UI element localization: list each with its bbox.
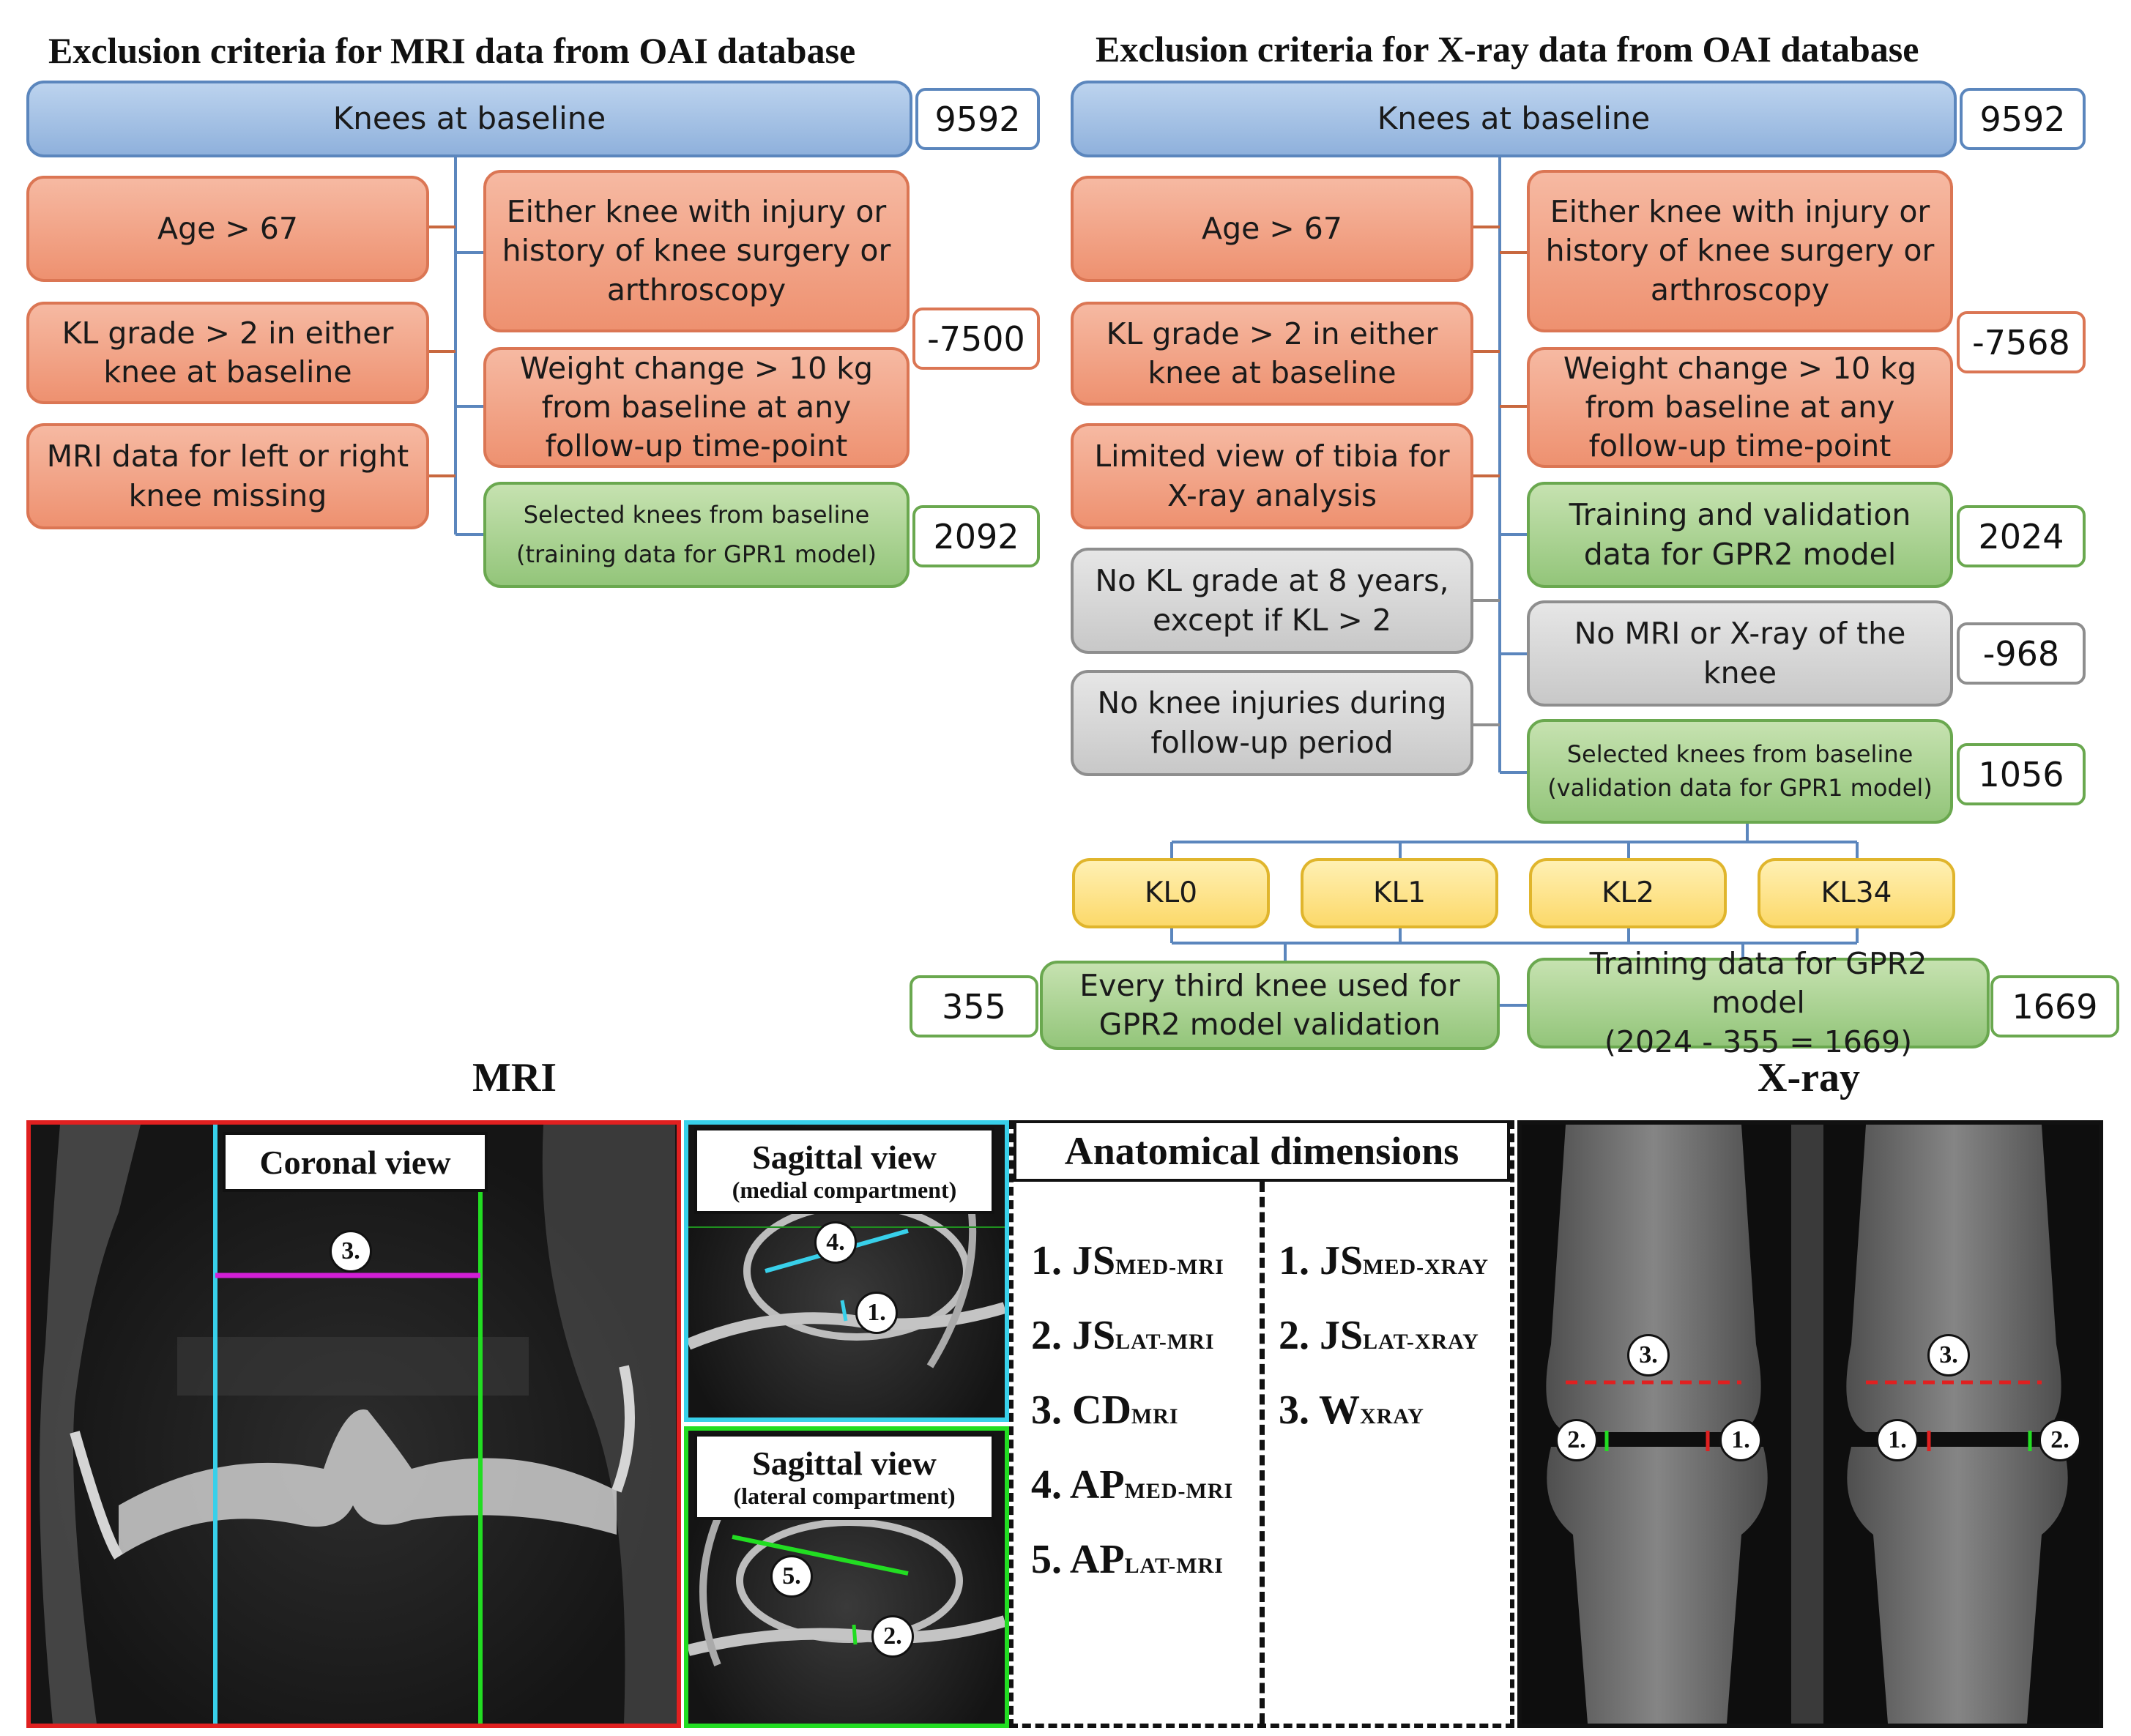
marker-2-xray-left: 2.	[1555, 1419, 1598, 1461]
marker-2-xray-right: 2.	[2039, 1419, 2081, 1461]
marker-3-coronal: 3.	[330, 1230, 372, 1273]
training-gpr2-line2: (2024 - 355 = 1669)	[1604, 1024, 1913, 1059]
marker-1-medial: 1.	[855, 1292, 898, 1334]
dim-w-xray: 3. WXRAY	[1279, 1387, 1424, 1433]
mri-weight-box: Weight change > 10 kg from baseline at a…	[483, 347, 910, 468]
coronal-anatomy	[40, 1125, 677, 1724]
xray-kl-grade-box: KL grade > 2 in either knee at baseline	[1071, 302, 1473, 406]
xray-baseline-count: 9592	[1960, 88, 2086, 150]
xray-baseline-box: Knees at baseline	[1071, 81, 1957, 157]
kl1-box: KL1	[1301, 858, 1498, 928]
mri-selected-line2: (training data for GPR1 model)	[516, 540, 877, 568]
mri-selected-count: 2092	[912, 505, 1040, 567]
xray-excluded-count: -7568	[1957, 311, 2086, 373]
marker-5: 5.	[770, 1555, 813, 1598]
xray-no-mri-box: No MRI or X-ray of the knee	[1527, 600, 1953, 707]
sagittal-medial-image: Sagittal view (medial compartment) 4. 1.	[684, 1120, 1009, 1422]
marker-1-xray-left: 1.	[1719, 1419, 1762, 1461]
dim-js-lat-xray: 2. JSLAT-XRAY	[1279, 1313, 1479, 1358]
coronal-view-label: Coronal view	[223, 1132, 488, 1192]
mri-selected-box: Selected knees from baseline (training d…	[483, 482, 910, 588]
mri-excluded-count: -7500	[912, 308, 1040, 370]
mri-missing-box: MRI data for left or right knee missing	[26, 423, 429, 529]
marker-2-lateral: 2.	[871, 1615, 914, 1658]
anatomical-dimensions-panel: Anatomical dimensions 1. JSMED-MRI 2. JS…	[1009, 1120, 1514, 1728]
dim-ap-lat-mri: 5. APLAT-MRI	[1031, 1537, 1224, 1582]
marker-4: 4.	[814, 1221, 857, 1264]
dim-js-lat-mri: 2. JSLAT-MRI	[1031, 1313, 1215, 1358]
sagittal-medial-label: Sagittal view (medial compartment)	[694, 1128, 994, 1214]
marker-3-xray-right: 3.	[1927, 1334, 1970, 1376]
xray-no-mri-count: -968	[1957, 622, 2086, 685]
xray-age-box: Age > 67	[1071, 176, 1473, 282]
xray-flow-title: Exclusion criteria for X-ray data from O…	[1096, 29, 1919, 70]
mri-injury-box: Either knee with injury or history of kn…	[483, 170, 910, 332]
xray-no-kl-box: No KL grade at 8 years, except if KL > 2	[1071, 548, 1473, 654]
kl34-box: KL34	[1758, 858, 1955, 928]
every-third-count: 355	[910, 975, 1038, 1037]
sagittal-lateral-title: Sagittal view	[752, 1445, 937, 1482]
training-gpr2-line1: Training data for GPR2 model	[1589, 946, 1927, 1021]
sagittal-lateral-anatomy	[688, 1517, 1005, 1666]
sagittal-lateral-image: Sagittal view (lateral compartment) 5. 2…	[684, 1426, 1009, 1728]
mri-selected-line1: Selected knees from baseline	[523, 500, 870, 529]
xray-selected-box: Selected knees from baseline (validation…	[1527, 719, 1953, 824]
coronal-mri-image: Coronal view 3.	[26, 1120, 681, 1728]
sagittal-medial-title: Sagittal view	[752, 1139, 937, 1176]
dim-js-med-mri: 1. JSMED-MRI	[1031, 1238, 1224, 1284]
sagittal-lateral-label: Sagittal view (lateral compartment)	[694, 1434, 994, 1520]
kl0-box: KL0	[1072, 858, 1270, 928]
xray-selected-count: 1056	[1957, 743, 2086, 805]
xray-no-injuries-box: No knee injuries during follow-up period	[1071, 670, 1473, 776]
mri-baseline-count: 9592	[915, 88, 1040, 150]
marker-1-xray-right: 1.	[1876, 1419, 1919, 1461]
xray-heading: X-ray	[1758, 1055, 1860, 1100]
marker-3-xray-left: 3.	[1627, 1334, 1670, 1376]
xray-training-validation-box: Training and validation data for GPR2 mo…	[1527, 482, 1953, 588]
dim-ap-med-mri: 4. APMED-MRI	[1031, 1462, 1234, 1508]
every-third-box: Every third knee used for GPR2 model val…	[1040, 961, 1500, 1050]
mri-flow-title: Exclusion criteria for MRI data from OAI…	[48, 30, 856, 71]
kl2-box: KL2	[1529, 858, 1727, 928]
sagittal-lateral-sub: (lateral compartment)	[733, 1483, 956, 1509]
mri-kl-grade-box: KL grade > 2 in either knee at baseline	[26, 302, 429, 404]
xray-image: 3. 2. 1. 3. 1. 2.	[1517, 1120, 2103, 1728]
anatomical-dimensions-title: Anatomical dimensions	[1014, 1120, 1510, 1182]
column-divider	[1260, 1182, 1265, 1724]
sagittal-medial-sub: (medial compartment)	[732, 1177, 957, 1203]
xray-training-validation-count: 2024	[1957, 505, 2086, 567]
mri-baseline-box: Knees at baseline	[26, 81, 912, 157]
dim-js-med-xray: 1. JSMED-XRAY	[1279, 1238, 1490, 1284]
xray-weight-box: Weight change > 10 kg from baseline at a…	[1527, 347, 1953, 468]
training-gpr2-box: Training data for GPR2 model (2024 - 355…	[1527, 946, 1990, 1059]
xray-selected-line2: (validation data for GPR1 model)	[1547, 773, 1933, 802]
xray-injury-box: Either knee with injury or history of kn…	[1527, 170, 1953, 332]
mri-heading: MRI	[472, 1055, 557, 1100]
xray-anatomy	[1546, 1125, 2068, 1724]
dim-cd-mri: 3. CDMRI	[1031, 1387, 1179, 1433]
xray-tibia-box: Limited view of tibia for X-ray analysis	[1071, 423, 1473, 529]
xray-selected-line1: Selected knees from baseline	[1566, 740, 1914, 768]
mri-age-box: Age > 67	[26, 176, 429, 282]
training-gpr2-count: 1669	[1990, 975, 2119, 1037]
